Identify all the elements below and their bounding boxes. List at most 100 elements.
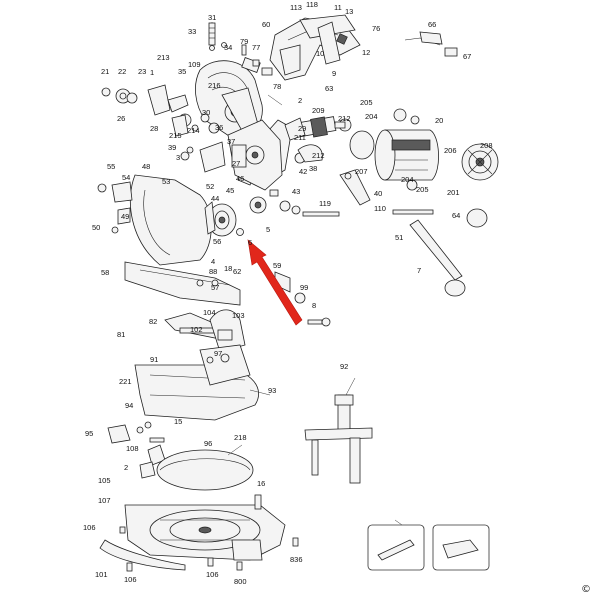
armature (284, 116, 352, 164)
callout-label: 201 (447, 188, 460, 197)
callout-label: 36 (215, 123, 223, 132)
callout-label: 97 (214, 349, 222, 358)
rod-parts (392, 208, 488, 297)
callout-label: 23 (138, 67, 146, 76)
callout-label: 88 (209, 267, 217, 276)
callout-label: 103 (232, 311, 245, 320)
bottom-screws (119, 526, 299, 572)
callout-label: 42 (299, 167, 307, 176)
top-screws (208, 22, 260, 67)
handle-assembly (269, 14, 361, 81)
left-small-parts (101, 84, 220, 137)
callout-label: 51 (395, 233, 403, 242)
callout-label: 22 (118, 67, 126, 76)
callout-label: 39 (168, 143, 176, 152)
shaft (302, 211, 340, 217)
callout-label: 64 (452, 211, 460, 220)
callout-label: 28 (150, 124, 158, 133)
callout-label: 67 (463, 52, 471, 61)
callout-label: 215 (169, 131, 182, 140)
callout-label: 9 (332, 69, 336, 78)
callout-label: 107 (98, 496, 111, 505)
callout-label: 5 (266, 225, 270, 234)
callout-label: 2 (298, 96, 302, 105)
callout-label: 99 (300, 283, 308, 292)
callout-label: 6 (248, 238, 252, 247)
callout-label: 7 (417, 266, 421, 275)
side-parts (274, 271, 331, 327)
stator (349, 108, 439, 191)
callout-label: 53 (162, 177, 170, 186)
red-arrow (247, 239, 303, 326)
callout-label: 57 (211, 283, 219, 292)
callout-label: 43 (292, 187, 300, 196)
callout-label: 118 (306, 0, 318, 9)
callout-label: 8 (312, 301, 316, 310)
callout-label: 209 (312, 106, 325, 115)
callout-label: 52 (206, 182, 214, 191)
callout-label: 106 (83, 523, 96, 532)
callout-label: 29 (298, 124, 306, 133)
callout-label: 82 (149, 317, 157, 326)
callout-label: 13 (345, 7, 353, 16)
callout-label: 62 (233, 267, 241, 276)
lower-guard (97, 174, 212, 266)
callout-label: 30 (202, 108, 210, 117)
callout-label: 218 (234, 433, 247, 442)
callout-label: 106 (206, 570, 219, 579)
callout-label: 45 (226, 186, 234, 195)
callout-label: 59 (273, 261, 281, 270)
callout-label: 212 (312, 151, 325, 160)
callout-label: 4 (211, 257, 215, 266)
callout-label: 96 (204, 439, 212, 448)
callout-label: 93 (268, 386, 276, 395)
callout-label: 108 (126, 444, 139, 453)
callout-label: 205 (416, 185, 429, 194)
callout-label: 60 (262, 20, 270, 29)
callout-label: 63 (325, 84, 333, 93)
callout-label: 119 (319, 199, 331, 208)
callout-label: 212 (338, 114, 351, 123)
motor-housing (180, 119, 283, 191)
callout-label: 110 (374, 204, 386, 213)
callout-label: 95 (85, 429, 93, 438)
callout-label: 207 (355, 167, 368, 176)
callout-label: 56 (213, 237, 221, 246)
callout-label: 11 (334, 3, 342, 12)
callout-label: 91 (150, 355, 158, 364)
fan (461, 143, 499, 181)
lever (339, 169, 371, 206)
base-assembly (134, 309, 259, 421)
callout-label: 113 (290, 3, 302, 12)
callout-label: 31 (208, 13, 216, 22)
callout-label: 44 (211, 194, 219, 203)
callout-label: 92 (340, 362, 348, 371)
callout-label: 16 (257, 479, 265, 488)
callout-label: 79 (240, 37, 248, 46)
callout-label: 208 (480, 141, 493, 150)
callout-label: 26 (117, 114, 125, 123)
callout-label: 106 (124, 575, 137, 584)
gear-assembly (249, 189, 301, 215)
callout-label: 55 (107, 162, 115, 171)
callout-label: 78 (273, 82, 281, 91)
callout-label: 77 (252, 43, 260, 52)
callout-label: 10 (316, 49, 324, 58)
callout-label: 18 (224, 264, 232, 273)
clamp (304, 394, 373, 484)
callout-label: 35 (178, 67, 186, 76)
cable-parts (404, 31, 458, 57)
callout-label: 46 (236, 174, 244, 183)
callout-label: 205 (360, 98, 373, 107)
callout-label: 37 (227, 137, 235, 146)
callout-label: 105 (98, 476, 111, 485)
callout-label: 109 (188, 60, 201, 69)
callout-label: 102 (190, 325, 203, 334)
callout-label: 101 (95, 570, 108, 579)
callout-label: 40 (374, 189, 382, 198)
turntable-base (124, 449, 286, 561)
callout-label: 3 (176, 153, 180, 162)
callout-label: 1 (150, 68, 154, 77)
